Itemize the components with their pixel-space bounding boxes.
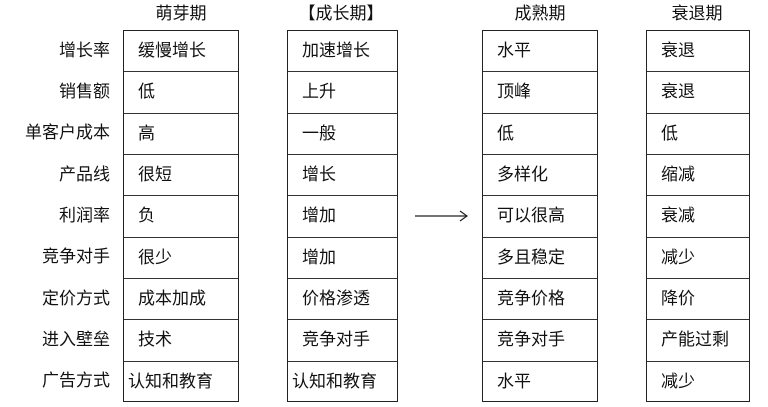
stage-cell: 增加 (288, 238, 397, 279)
row-label: 利润率 (59, 206, 110, 226)
row-label: 产品线 (59, 165, 110, 185)
stage-cell: 低 (124, 72, 238, 114)
right-arrow-icon (415, 210, 469, 222)
stage-cell: 上升 (288, 72, 397, 114)
row-label: 定价方式 (42, 289, 110, 309)
stage-cell: 高 (124, 114, 238, 155)
stage-cell: 缩减 (647, 155, 749, 197)
stage-cell: 一般 (288, 114, 397, 155)
stage-header-emergence: 萌芽期 (155, 4, 207, 24)
stage-column-growth: 加速增长 上升 一般 增长 增加 增加 价格渗透 竞争对手 认知和教育 (287, 30, 398, 402)
stage-cell: 认知和教育 (292, 371, 377, 392)
stage-column-emergence: 缓慢增长 低 高 很短 负 很少 成本加成 技术 认知和教育 (123, 30, 239, 402)
stage-cell: 产能过剩 (647, 320, 749, 362)
stage-cell: 加速增长 (288, 31, 397, 73)
stage-cell: 多且稳定 (483, 238, 597, 279)
stage-cell: 很短 (124, 155, 238, 197)
stage-cell: 竞争价格 (483, 279, 597, 321)
stage-column-decline: 衰退 衰退 低 缩减 衰减 减少 降价 产能过剩 减少 (646, 30, 750, 402)
stage-header-maturity: 成熟期 (514, 4, 566, 24)
row-label: 单客户成本 (25, 123, 110, 143)
row-label: 竞争对手 (42, 247, 110, 267)
stage-cell: 顶峰 (483, 72, 597, 114)
stage-cell: 竞争对手 (288, 320, 397, 362)
stage-cell: 认知和教育 (128, 371, 213, 392)
stage-header-decline: 衰退期 (671, 4, 723, 24)
stage-cell: 降价 (647, 279, 749, 321)
stage-cell: 多样化 (483, 155, 597, 197)
stage-column-maturity: 水平 顶峰 低 多样化 可以很高 多且稳定 竞争价格 竞争对手 水平 (482, 30, 598, 402)
stage-cell: 缓慢增长 (124, 31, 238, 73)
stage-cell: 成本加成 (124, 279, 238, 321)
row-label: 增长率 (59, 41, 110, 61)
stage-cell: 减少 (661, 371, 695, 392)
stage-cell: 可以很高 (483, 196, 597, 238)
stage-cell: 衰退 (647, 31, 749, 73)
row-label: 广告方式 (42, 371, 110, 391)
stage-cell: 低 (483, 114, 597, 155)
stage-cell: 减少 (647, 238, 749, 279)
stage-header-growth: 【成长期】 (298, 4, 384, 24)
stage-cell: 衰退 (647, 72, 749, 114)
stage-cell: 价格渗透 (288, 279, 397, 321)
stage-cell: 竞争对手 (483, 320, 597, 362)
stage-cell: 衰减 (647, 196, 749, 238)
stage-cell: 增加 (288, 196, 397, 238)
row-label: 进入壁垒 (42, 330, 110, 350)
stage-cell: 技术 (124, 320, 238, 362)
stage-cell: 水平 (497, 371, 531, 392)
stage-cell: 负 (124, 196, 238, 238)
stage-cell: 水平 (483, 31, 597, 73)
row-label: 销售额 (59, 82, 110, 102)
stage-cell: 低 (647, 114, 749, 155)
stage-cell: 很少 (124, 238, 238, 279)
stage-cell: 增长 (288, 155, 397, 197)
